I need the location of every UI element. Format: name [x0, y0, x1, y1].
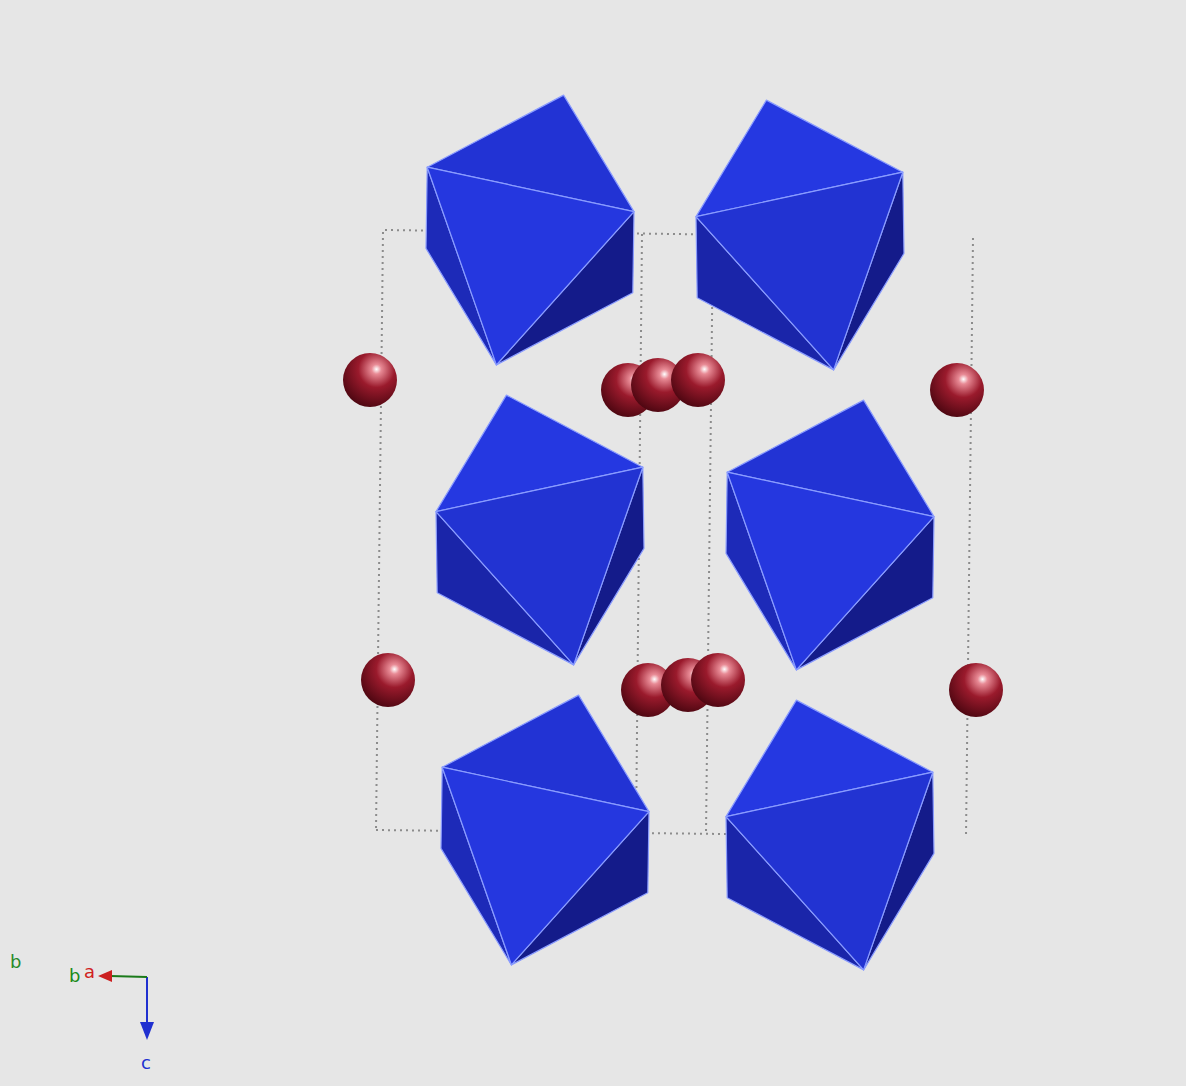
- atom-sphere: [343, 353, 397, 407]
- octahedron-face: [442, 767, 649, 965]
- axis-label: b: [10, 953, 21, 971]
- axis-label: c: [141, 1054, 151, 1072]
- octahedron-face: [696, 172, 903, 370]
- axis-label: b: [69, 967, 80, 985]
- octahedron-face: [727, 472, 934, 670]
- atom-sphere: [671, 353, 725, 407]
- octahedron-face: [427, 167, 634, 365]
- atom-sphere: [361, 653, 415, 707]
- atom-sphere: [949, 663, 1003, 717]
- unit-cell: [376, 230, 973, 836]
- axis-triad: [98, 970, 154, 1040]
- octahedra: [426, 95, 934, 970]
- axis-label: a: [84, 963, 95, 981]
- octahedron-face: [436, 467, 643, 665]
- octahedron-face: [726, 772, 933, 970]
- atom-sphere: [930, 363, 984, 417]
- atom-sphere: [691, 653, 745, 707]
- atoms: [343, 353, 1003, 717]
